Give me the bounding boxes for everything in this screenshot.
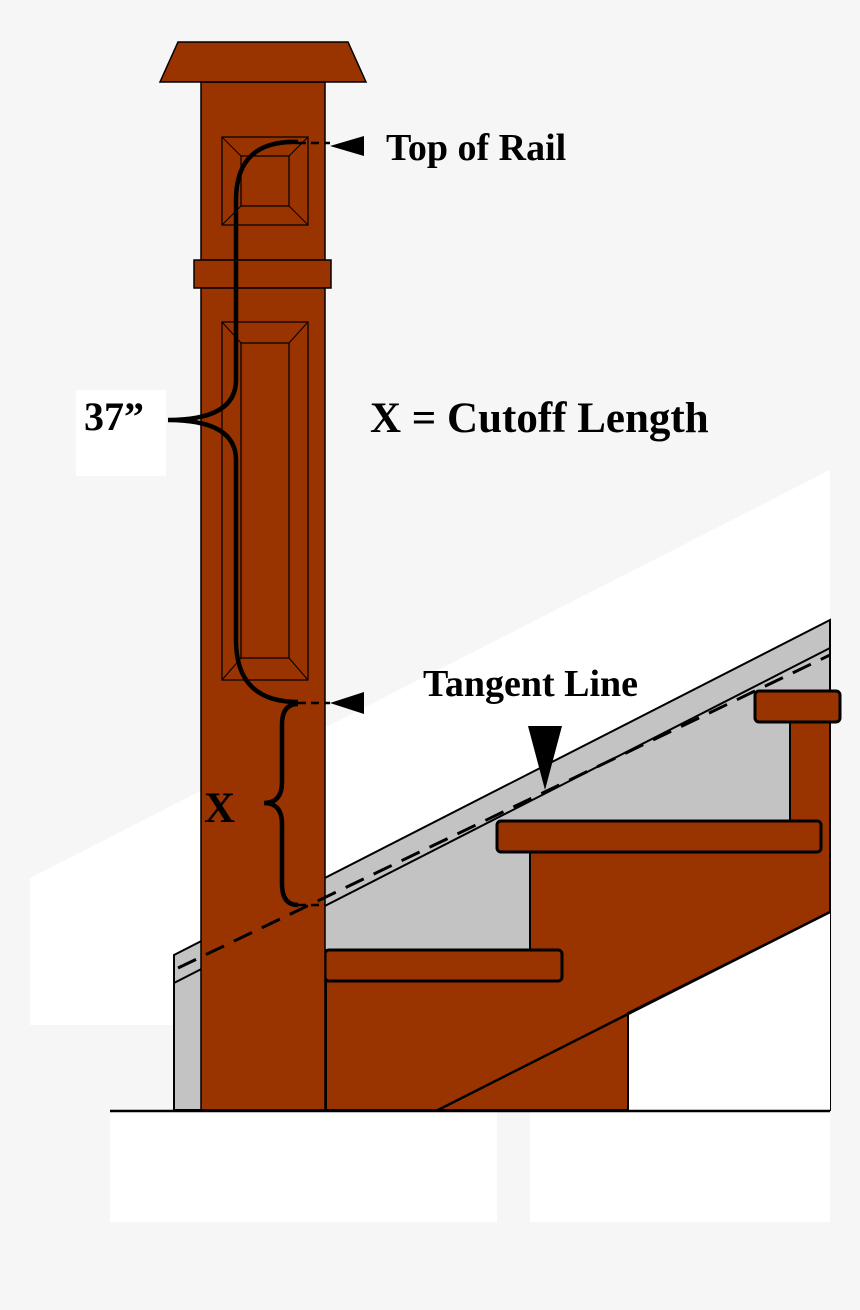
tangent-dashed-line xyxy=(177,653,831,970)
cutoff-x-label: X xyxy=(204,785,235,832)
floor-block-right xyxy=(530,1112,830,1222)
post-collar xyxy=(193,259,332,289)
post-top-panel-inner xyxy=(240,155,290,207)
height-37-label: 37” xyxy=(84,394,144,439)
top-of-rail-arrow-icon xyxy=(330,136,364,156)
height-37-brace xyxy=(167,139,299,705)
cutoff-formula-label: X = Cutoff Length xyxy=(370,395,709,442)
newel-post-cap xyxy=(158,41,368,83)
height-label-box xyxy=(76,390,166,476)
floor-block-left xyxy=(110,1112,497,1222)
panel-bevel xyxy=(288,321,309,344)
panel-bevel xyxy=(288,136,309,157)
panel-bevel xyxy=(288,657,309,681)
stair-tread-2 xyxy=(495,819,823,854)
stringer-edge-line xyxy=(437,910,831,1112)
top-of-rail-label: Top of Rail xyxy=(386,127,566,169)
tangent-line-label: Tangent Line xyxy=(423,663,638,705)
tangent-reference-arrow-icon xyxy=(330,692,364,714)
post-lower-panel-inner xyxy=(240,342,290,659)
stair-tread-1 xyxy=(323,948,564,983)
stair-tread-3 xyxy=(753,689,842,724)
panel-bevel xyxy=(221,136,242,157)
tangent-line-arrow-icon xyxy=(528,726,562,790)
panel-bevel xyxy=(288,205,309,226)
cutoff-x-brace xyxy=(263,701,299,908)
